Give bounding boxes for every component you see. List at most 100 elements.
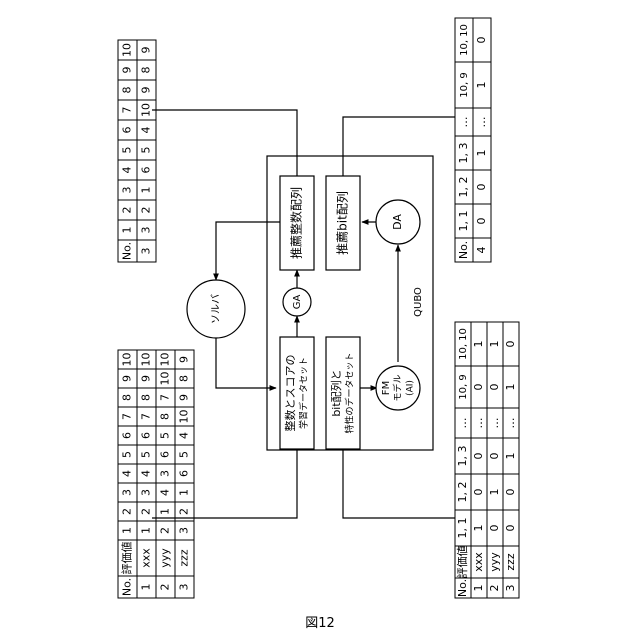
box-recommended-bit-label: 推薦bit配列 bbox=[336, 191, 350, 255]
table-cell: 3 bbox=[121, 489, 134, 496]
table-cell: xxx bbox=[140, 548, 153, 568]
table-cell: 5 bbox=[140, 147, 153, 154]
table-cell: No. bbox=[121, 578, 134, 596]
table-cell: yyy bbox=[488, 552, 501, 572]
table-cell: 3 bbox=[159, 470, 172, 477]
table-cell: 5 bbox=[159, 432, 172, 439]
table-cell: 評価値 bbox=[455, 546, 469, 579]
edge-label-qubo: QUBO bbox=[413, 287, 424, 317]
table-cell: 1 bbox=[140, 187, 153, 194]
table-cell: 0 bbox=[488, 453, 501, 460]
table-cell: 9 bbox=[178, 356, 191, 363]
table-cell: 1, 3 bbox=[456, 446, 469, 467]
table-cell: 3 bbox=[140, 227, 153, 234]
table-cell: 3 bbox=[140, 489, 153, 496]
table-cell: 2 bbox=[178, 508, 191, 515]
table-cell: 9 bbox=[121, 67, 134, 74]
table-cell: 6 bbox=[159, 451, 172, 458]
table-cell: 1, 2 bbox=[457, 177, 470, 198]
table-cell: 1, 1 bbox=[457, 211, 470, 232]
table-cell: 8 bbox=[140, 394, 153, 401]
table-cell: 4 bbox=[140, 470, 153, 477]
table-cell: 10 bbox=[159, 353, 172, 367]
table-cell: 10 bbox=[121, 43, 134, 57]
table-cell: 4 bbox=[178, 432, 191, 439]
table-cell: 10, 10 bbox=[459, 24, 470, 56]
table-cell: 8 bbox=[159, 413, 172, 420]
table-cell: … bbox=[457, 117, 470, 128]
table-cell: 0 bbox=[475, 37, 488, 44]
table-cell: 10, 10 bbox=[458, 328, 469, 360]
table-cell: 1, 2 bbox=[456, 482, 469, 503]
table-cell: 7 bbox=[140, 413, 153, 420]
table-cell: 1 bbox=[140, 527, 153, 534]
table-cell: 2 bbox=[121, 207, 134, 214]
table-cell: 3 bbox=[504, 585, 517, 592]
table-cell: 6 bbox=[121, 127, 134, 134]
table-cell: 1 bbox=[475, 82, 488, 89]
table-cell: 10, 9 bbox=[459, 72, 470, 97]
table-recommended-integer: No.12345678910332165410989 bbox=[118, 40, 156, 262]
table-cell: 7 bbox=[121, 107, 134, 114]
table-cell: 0 bbox=[475, 218, 488, 225]
table-cell: 3 bbox=[121, 187, 134, 194]
table-cell: 2 bbox=[159, 584, 172, 591]
table-cell: … bbox=[472, 418, 485, 429]
table-integer-dataset: No.評価値123456789101xxx123456789102yyy2143… bbox=[118, 350, 194, 598]
table-cell: 8 bbox=[121, 87, 134, 94]
table-cell: 9 bbox=[140, 87, 153, 94]
table-cell: No. bbox=[121, 242, 134, 260]
table-cell: 4 bbox=[121, 470, 134, 477]
table-cell: 3 bbox=[178, 584, 191, 591]
table-cell: 8 bbox=[140, 67, 153, 74]
table-cell: 5 bbox=[140, 451, 153, 458]
box-bit-dataset-label-2: 特性のデータセット bbox=[344, 352, 356, 433]
table-cell: 0 bbox=[504, 489, 517, 496]
table-recommended-bit: No.1, 11, 21, 3…10, 910, 104001…10 bbox=[455, 18, 491, 262]
table-cell: 3 bbox=[178, 527, 191, 534]
table-cell: xxx bbox=[472, 552, 485, 572]
table-cell: 0 bbox=[472, 489, 485, 496]
table-bit-dataset: No.評価値1, 11, 21, 3…10, 910, 101xxx100…01… bbox=[455, 322, 519, 598]
line-table-to-rec-bit bbox=[343, 117, 455, 176]
table-cell: 8 bbox=[178, 375, 191, 382]
table-cell: 5 bbox=[178, 451, 191, 458]
table-cell: 1, 3 bbox=[457, 143, 470, 164]
table-cell: 9 bbox=[178, 394, 191, 401]
box-integer-dataset-label-1: 整数とスコアの bbox=[283, 355, 297, 432]
table-cell: No. bbox=[456, 579, 469, 597]
table-cell: … bbox=[488, 418, 501, 429]
table-cell: 8 bbox=[121, 394, 134, 401]
box-bit-dataset-label-1: bit配列と bbox=[329, 369, 343, 416]
table-cell: 6 bbox=[140, 432, 153, 439]
table-cell: 0 bbox=[488, 525, 501, 532]
table-cell: 1 bbox=[140, 584, 153, 591]
table-cell: 4 bbox=[159, 489, 172, 496]
table-cell: 1 bbox=[121, 227, 134, 234]
table-cell: 1 bbox=[488, 489, 501, 496]
table-cell: 9 bbox=[140, 375, 153, 382]
figure-caption: 図12 bbox=[0, 612, 640, 631]
table-cell: 10 bbox=[140, 353, 153, 367]
table-cell: yyy bbox=[159, 548, 172, 568]
table-cell: 0 bbox=[475, 184, 488, 191]
table-cell: 5 bbox=[121, 147, 134, 154]
table-cell: 10 bbox=[140, 103, 153, 117]
table-cell: 10 bbox=[121, 353, 134, 367]
table-cell: 9 bbox=[140, 47, 153, 54]
table-cell: 2 bbox=[488, 585, 501, 592]
table-cell: 4 bbox=[121, 167, 134, 174]
table-cell: 1 bbox=[472, 341, 485, 348]
node-fm-label-3: (AI) bbox=[406, 380, 416, 396]
table-cell: 1, 1 bbox=[456, 518, 469, 539]
table-cell: 7 bbox=[121, 413, 134, 420]
table-cell: 評価値 bbox=[120, 542, 134, 575]
table-cell: 1 bbox=[504, 453, 517, 460]
box-recommended-integer-label: 推薦整数配列 bbox=[289, 187, 304, 259]
table-cell: 0 bbox=[472, 453, 485, 460]
table-cell: 0 bbox=[472, 384, 485, 391]
table-cell: 10 bbox=[178, 410, 191, 424]
table-cell: 7 bbox=[159, 394, 172, 401]
